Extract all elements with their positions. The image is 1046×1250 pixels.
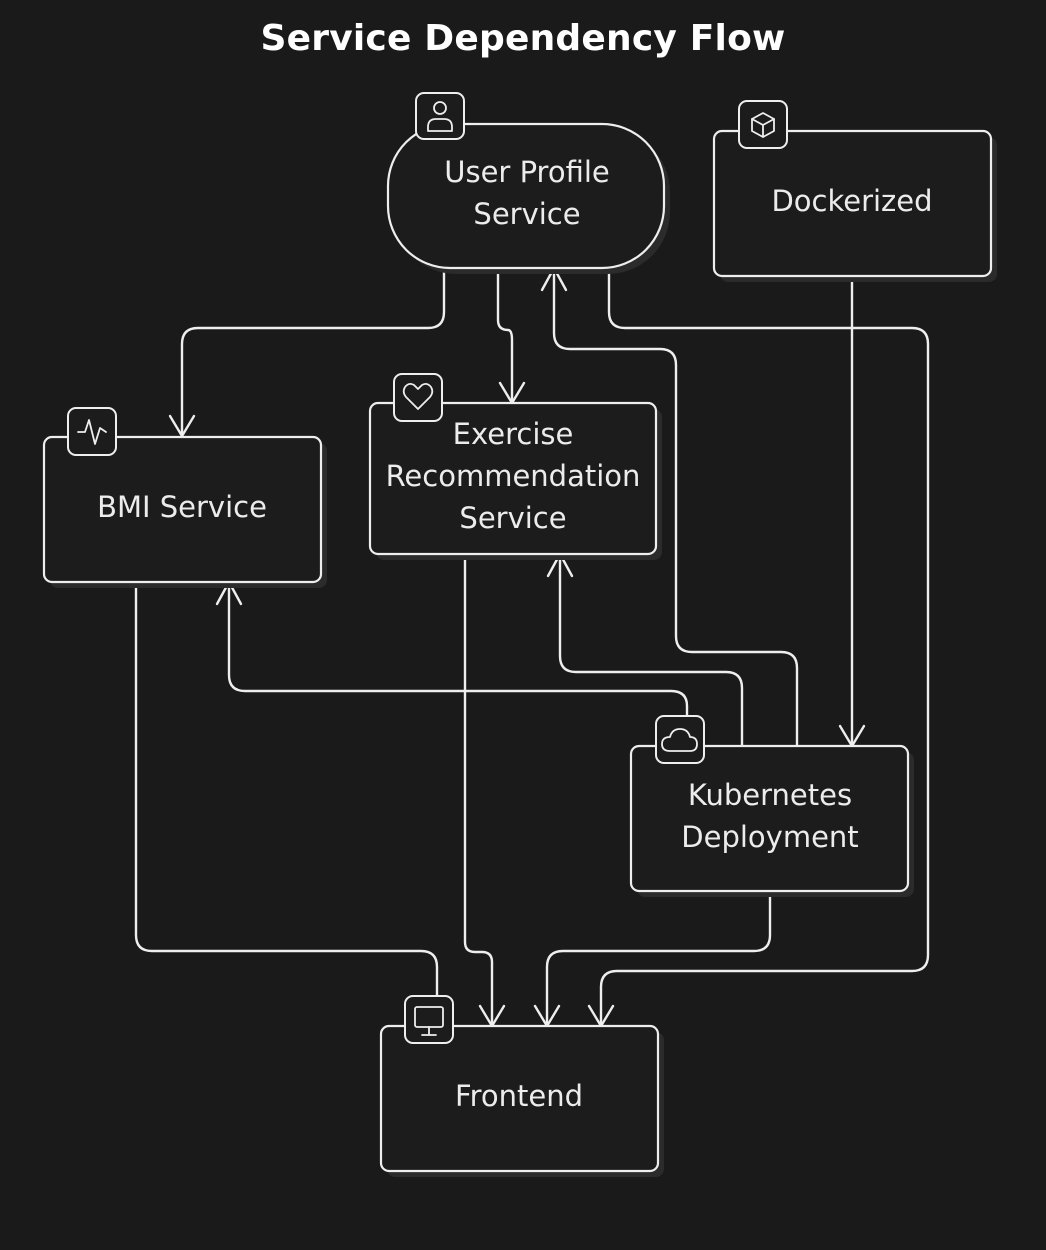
heart-icon — [393, 373, 443, 422]
node-bmi-service[interactable]: BMI Service — [42, 407, 327, 588]
edges — [134, 266, 930, 1028]
node-kubernetes-deployment[interactable]: Kubernetes Deployment — [629, 715, 914, 897]
node-label-line: Dockerized — [771, 184, 932, 218]
diagram-title: Service Dependency Flow — [260, 18, 786, 59]
node-exercise-recommendation-service[interactable]: Exercise Recommendation Service — [368, 373, 662, 560]
node-label-line: Frontend — [455, 1079, 583, 1113]
node-frontend[interactable]: Frontend — [379, 995, 664, 1177]
edge-kubernetes-to-exercise[interactable] — [546, 552, 744, 748]
node-label-line: User Profile — [444, 155, 610, 189]
node-label-line: Recommendation — [386, 459, 641, 493]
node-label-line: Exercise — [453, 417, 574, 451]
edge-bmi-to-frontend[interactable] — [134, 580, 439, 1000]
cube-icon — [738, 100, 788, 149]
edge-kubernetes-to-frontend[interactable] — [533, 888, 772, 1028]
edge-dockerized-to-kubernetes[interactable] — [838, 274, 866, 748]
edge-user-profile-to-exercise[interactable] — [496, 266, 526, 405]
edge-exercise-to-frontend[interactable] — [463, 552, 506, 1028]
node-label-line: Deployment — [681, 820, 858, 854]
cloud-icon — [655, 715, 705, 764]
edge-user-profile-to-frontend[interactable] — [587, 266, 930, 1028]
edge-kubernetes-to-bmi[interactable] — [215, 580, 689, 718]
node-user-profile-service[interactable]: User Profile Service — [386, 92, 670, 274]
node-label-line: Service — [459, 501, 566, 535]
node-label-line: BMI Service — [97, 490, 267, 524]
node-label-line: Service — [473, 197, 580, 231]
user-icon — [415, 92, 465, 140]
activity-icon — [67, 407, 117, 456]
node-dockerized[interactable]: Dockerized — [712, 100, 997, 282]
node-label-line: Kubernetes — [688, 778, 852, 812]
monitor-icon — [404, 995, 454, 1044]
